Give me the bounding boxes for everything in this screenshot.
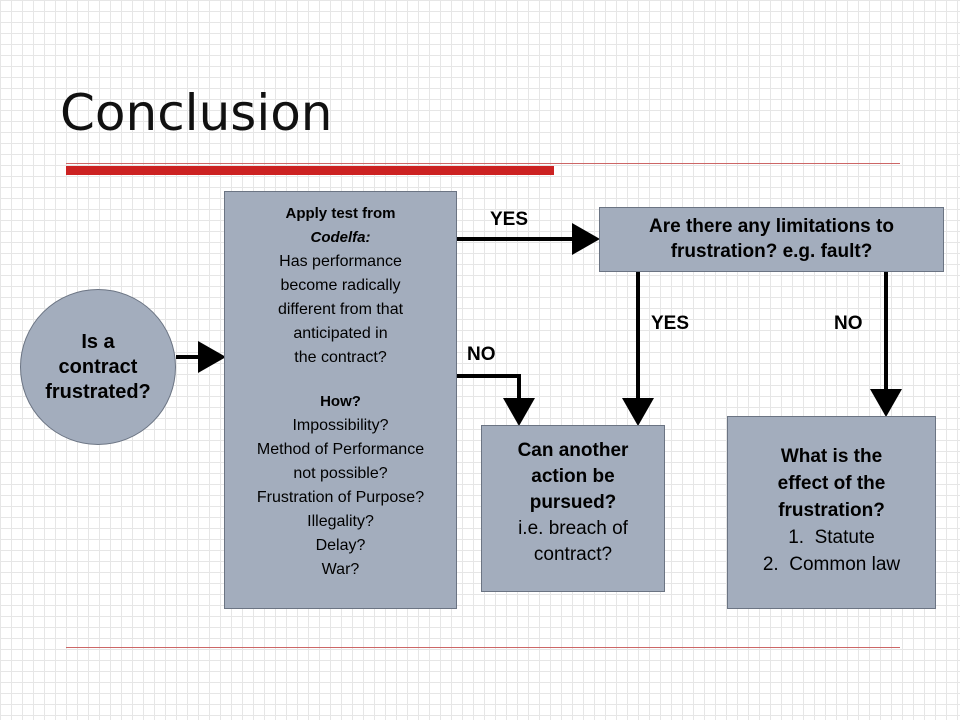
title-underline-thin — [66, 163, 900, 164]
arrow-test-no — [457, 374, 535, 426]
test-heading-1: Apply test from — [285, 205, 396, 222]
effect-line-2: effect of the — [777, 473, 886, 494]
start-line-3: frustrated? — [45, 380, 151, 403]
test-heading-2: Codelfa: — [310, 229, 371, 246]
another-line-1: Can another — [517, 440, 629, 461]
label-yes-right: YES — [651, 313, 690, 334]
another-line-3: pursued? — [529, 492, 617, 513]
test-how-3: not possible? — [293, 465, 388, 482]
title-underline-accent — [66, 166, 554, 175]
label-no-mid: NO — [467, 344, 496, 365]
test-how-7: War? — [321, 561, 360, 578]
footer-rule — [66, 647, 900, 648]
test-question-4: anticipated in — [293, 325, 388, 342]
test-how-6: Delay? — [315, 537, 366, 554]
label-no-right: NO — [834, 313, 863, 334]
test-question-2: become radically — [280, 277, 401, 294]
effect-line-1: What is the — [780, 446, 883, 467]
effect-list-item-1: 1. Statute — [788, 527, 875, 548]
test-how-2: Method of Performance — [256, 441, 425, 458]
effect-line-3: frustration? — [778, 500, 885, 521]
page-title: Conclusion — [60, 84, 333, 142]
apply-test-box: Apply test from Codelfa: Has performance… — [224, 191, 457, 609]
test-question-1: Has performance — [279, 253, 402, 270]
start-line-2: contract — [58, 355, 138, 378]
start-line-1: Is a — [81, 330, 115, 353]
limitations-line-1: Are there any limitations to — [649, 216, 894, 237]
test-question-5: the contract? — [294, 349, 387, 366]
start-node-is-contract-frustrated: Is a contract frustrated? — [20, 289, 176, 445]
test-how-4: Frustration of Purpose? — [256, 489, 425, 506]
test-how-heading: How? — [320, 393, 361, 410]
limitations-line-2: frustration? e.g. fault? — [670, 241, 873, 262]
limitations-box: Are there any limitations to frustration… — [599, 207, 944, 272]
effect-list-item-2: 2. Common law — [762, 554, 901, 575]
effect-box: What is the effect of the frustration? 1… — [727, 416, 936, 609]
test-how-1: Impossibility? — [292, 417, 389, 434]
another-line-4: i.e. breach of — [518, 518, 628, 539]
another-line-2: action be — [531, 466, 615, 487]
another-line-5: contract? — [533, 544, 613, 565]
another-action-box: Can another action be pursued? i.e. brea… — [481, 425, 665, 592]
test-how-5: Illegality? — [307, 513, 374, 530]
test-question-3: different from that — [277, 301, 404, 318]
label-yes-top: YES — [490, 209, 529, 230]
